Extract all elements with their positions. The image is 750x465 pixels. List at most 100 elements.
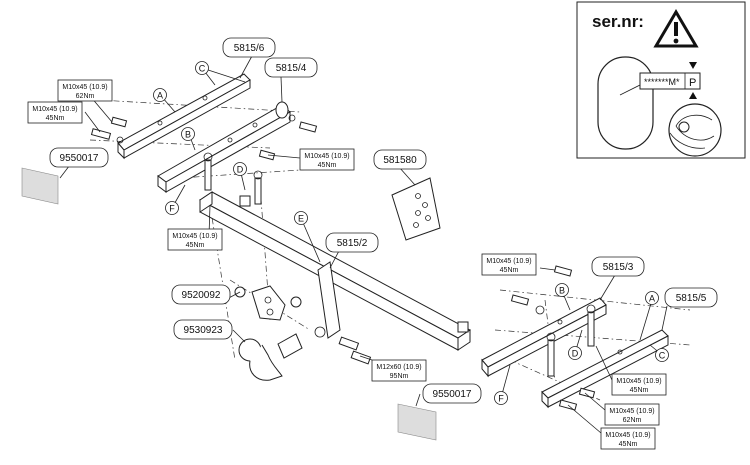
svg-text:62Nm: 62Nm: [76, 93, 95, 100]
vehicle-outline: [597, 56, 654, 150]
svg-text:F: F: [498, 394, 504, 404]
plate-letter: P: [689, 77, 696, 89]
bolt: [90, 128, 112, 140]
arrow-down-icon: [689, 62, 697, 69]
svg-text:5815/4: 5815/4: [276, 63, 307, 74]
spec-box-right-bottom: M10x45 (10.9) 45Nm: [600, 427, 656, 450]
svg-text:C: C: [199, 64, 206, 74]
svg-text:45Nm: 45Nm: [630, 387, 649, 394]
label-9550017-left: 9550017: [49, 147, 109, 168]
towball: [238, 333, 303, 381]
spec-box-right-low: M10x45 (10.9) 62Nm: [604, 403, 660, 426]
svg-text:45Nm: 45Nm: [318, 162, 337, 169]
svg-text:9550017: 9550017: [60, 153, 99, 164]
label-5815-2: 5815/2: [325, 232, 379, 253]
svg-text:B: B: [185, 130, 191, 140]
warning-icon: [653, 9, 699, 48]
svg-text:5815/2: 5815/2: [337, 238, 368, 249]
bolt: [338, 336, 360, 351]
right-outer-bracket: [541, 329, 669, 409]
bubble-a-left: [153, 88, 167, 102]
svg-text:M10x45 (10.9): M10x45 (10.9): [304, 153, 349, 160]
bubble-b-left: [181, 127, 195, 141]
spec-box-right-mid: M10x45 (10.9) 45Nm: [611, 373, 667, 396]
bolt: [254, 177, 262, 205]
label-581580: 581580: [373, 149, 427, 170]
bubble-e: [294, 211, 308, 225]
bolt: [204, 159, 212, 191]
svg-text:45Nm: 45Nm: [186, 242, 205, 249]
svg-text:M10x45 (10.9): M10x45 (10.9): [62, 84, 107, 91]
serial-title: ser.nr:: [592, 12, 644, 31]
label-5815-6: 5815/6: [222, 37, 276, 58]
left-inner-bracket: [157, 101, 291, 193]
left-outer-bracket: [117, 73, 251, 160]
spec-box-right-top: M10x45 (10.9) 45Nm: [481, 253, 537, 276]
svg-text:M10x45 (10.9): M10x45 (10.9): [32, 106, 77, 113]
bolt: [553, 265, 573, 277]
label-9550017-right: 9550017: [422, 383, 482, 404]
right-inner-bracket: [481, 297, 607, 378]
svg-text:9550017: 9550017: [433, 389, 472, 400]
label-9520092: 9520092: [171, 284, 231, 305]
spacer-block-right: [397, 403, 437, 441]
plate-code: *******M*: [644, 77, 680, 87]
bolt: [587, 311, 595, 347]
label-5815-3: 5815/3: [591, 256, 645, 277]
svg-text:62Nm: 62Nm: [623, 417, 642, 424]
spec-box-left-top: M10x45 (10.9) 62Nm: [57, 79, 113, 102]
svg-text:45Nm: 45Nm: [46, 115, 65, 122]
crossbar: [199, 191, 471, 351]
svg-text:5815/6: 5815/6: [234, 43, 265, 54]
neck-plate: [317, 261, 341, 339]
svg-text:45Nm: 45Nm: [619, 441, 638, 448]
svg-text:C: C: [659, 351, 666, 361]
label-5815-5: 5815/5: [664, 287, 718, 308]
arrow-up-icon: [689, 92, 697, 99]
bubble-f-left: [165, 201, 179, 215]
spacer-block-left: [21, 167, 59, 205]
svg-text:E: E: [298, 214, 304, 224]
svg-text:5815/3: 5815/3: [603, 262, 634, 273]
bubble-a-right: [645, 291, 659, 305]
svg-text:45Nm: 45Nm: [500, 267, 519, 274]
bolt: [110, 116, 128, 128]
eye-icon: [668, 103, 722, 157]
bubble-c-left: [195, 61, 209, 75]
bubble-d-right: [568, 346, 582, 360]
electrical-socket: [391, 177, 441, 241]
svg-text:M10x45 (10.9): M10x45 (10.9): [609, 408, 654, 415]
svg-text:5815/5: 5815/5: [676, 293, 707, 304]
bubble-b-right: [555, 283, 569, 297]
svg-text:D: D: [237, 165, 244, 175]
svg-text:M10x45 (10.9): M10x45 (10.9): [616, 378, 661, 385]
svg-text:9530923: 9530923: [184, 325, 223, 336]
svg-text:581580: 581580: [383, 155, 417, 166]
spec-box-left-lower: M10x45 (10.9) 45Nm: [167, 228, 223, 251]
svg-text:F: F: [169, 204, 175, 214]
svg-text:95Nm: 95Nm: [390, 373, 409, 380]
svg-text:A: A: [649, 294, 655, 304]
bolt: [578, 387, 596, 399]
svg-text:D: D: [572, 349, 579, 359]
bubble-c-right: [655, 348, 669, 362]
bolt: [258, 149, 276, 161]
svg-text:9520092: 9520092: [182, 290, 221, 301]
ball-mounting-plate: [234, 285, 302, 321]
bolt: [350, 350, 372, 365]
center-bolts: [338, 336, 372, 365]
bubble-d-left: [233, 162, 247, 176]
left-bolts: [90, 114, 318, 207]
svg-text:M10x45 (10.9): M10x45 (10.9): [605, 432, 650, 439]
label-9530923: 9530923: [173, 319, 233, 340]
svg-text:M10x45 (10.9): M10x45 (10.9): [172, 233, 217, 240]
spec-box-left-mid: M10x45 (10.9) 45Nm: [27, 101, 83, 124]
spec-box-center: M12x60 (10.9) 95Nm: [371, 359, 427, 382]
spec-box-left-inner: M10x45 (10.9) 45Nm: [299, 148, 355, 171]
svg-text:A: A: [157, 91, 163, 101]
serial-number-panel: ser.nr: *******M* P: [576, 1, 746, 159]
bolt: [298, 121, 318, 133]
bubble-f-right: [494, 391, 508, 405]
label-5815-4: 5815/4: [264, 57, 318, 78]
